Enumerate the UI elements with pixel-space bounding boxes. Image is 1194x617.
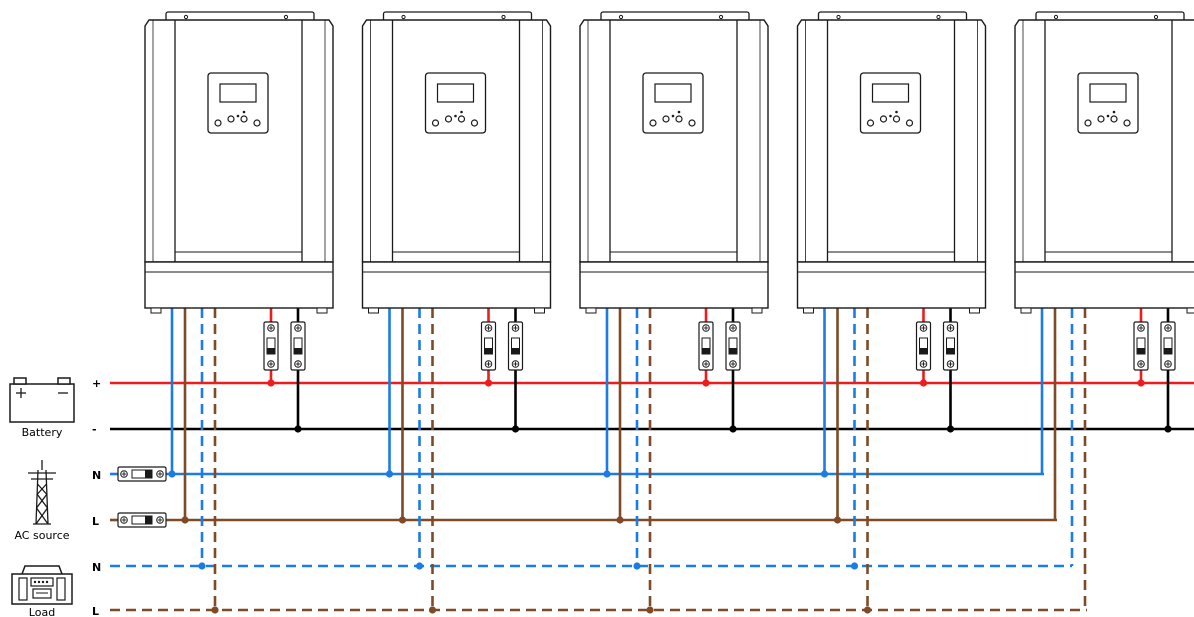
breaker-layer [117,321,1176,528]
wiring-layer [110,308,1194,612]
junction-ac-neutral-3 [603,470,611,478]
panel-button [892,115,901,123]
battery-icon [9,377,75,423]
inverter-5-positive-breaker-icon [1133,321,1149,371]
junction-positive-1 [267,379,275,387]
inverter-unit-icon [361,11,552,314]
inverter-1-negative-breaker-icon [290,321,306,371]
inverter-unit-icon [1014,11,1194,314]
inverter-2-negative-breaker-icon [507,321,524,371]
panel-button [1123,119,1131,127]
inverter-unit-icon [579,11,769,314]
bus-label-battery-positive: + [92,377,101,390]
junction-load-neutral-4 [850,562,859,570]
panel-button [1110,115,1118,123]
junction-ac-neutral-1 [168,470,176,478]
inverter-unit-icon [796,11,987,314]
panel-button [444,115,453,123]
junction-load-line-2 [428,606,437,614]
junction-load-line-4 [863,606,872,614]
inverter-layer [144,11,1194,314]
inverter-4-negative-breaker-icon [942,321,959,371]
lcd-screen [1089,83,1127,103]
junction-load-line-1 [211,606,219,614]
battery-label: Battery [22,426,63,439]
junction-negative-1 [294,425,302,433]
ac-neutral-breaker-icon [117,466,167,482]
inverter-4-positive-breaker-icon [915,321,932,371]
panel-button [688,119,696,127]
junction-positive-2 [484,379,493,387]
junction-ac-line-3 [616,516,624,524]
transmission-tower-icon [28,460,56,525]
panel-button [905,119,914,127]
bus-label-load-neutral: N [92,561,101,574]
panel-button [675,115,683,123]
radio-load-icon [11,565,73,605]
junction-load-neutral-2 [415,562,424,570]
junction-positive-3 [702,379,710,387]
lcd-screen [654,83,692,103]
terminal-box [579,261,769,309]
inverter-2-positive-breaker-icon [480,321,497,371]
junction-ac-neutral-4 [820,470,829,478]
junction-positive-4 [919,379,928,387]
terminal-box [1014,261,1194,309]
junction-positive-5 [1137,379,1145,387]
junction-ac-line-4 [833,516,842,524]
junction-ac-line-1 [181,516,189,524]
ac-line-breaker-icon [117,512,167,528]
terminal-box [361,261,552,309]
junction-load-neutral-3 [633,562,641,570]
bus-label-ac-line: L [92,515,99,528]
junction-layer [168,379,1172,614]
load-label: Load [29,606,55,617]
panel-button [1097,115,1105,123]
junction-ac-neutral-2 [385,470,394,478]
panel-button [879,115,888,123]
lcd-screen [219,83,257,103]
inverter-3-negative-breaker-icon [725,321,741,371]
lcd-screen [871,83,910,103]
bus-label-battery-negative: - [92,423,97,436]
panel-button [470,119,479,127]
bus-label-load-line: L [92,605,99,617]
junction-ac-line-2 [398,516,407,524]
inverter-3-positive-breaker-icon [698,321,714,371]
panel-button [431,119,440,127]
bus-label-ac-neutral: N [92,469,101,482]
panel-button [649,119,657,127]
panel-button [240,115,248,123]
bus-label-group: + - N L N L [92,377,101,617]
ac-source-label: AC source [14,529,69,542]
panel-button [253,119,261,127]
panel-button [662,115,670,123]
panel-button [866,119,875,127]
inverter-5-negative-breaker-icon [1160,321,1176,371]
terminal-box [144,261,334,309]
junction-negative-3 [729,425,737,433]
junction-load-neutral-1 [198,562,206,570]
junction-negative-5 [1164,425,1172,433]
panel-button [227,115,235,123]
junction-load-line-3 [646,606,654,614]
junction-negative-2 [511,425,520,433]
panel-button [1084,119,1092,127]
inverter-unit-icon [144,11,334,314]
panel-button [457,115,466,123]
panel-button [214,119,222,127]
junction-negative-4 [946,425,955,433]
lcd-screen [436,83,475,103]
terminal-box [796,261,987,309]
inverter-1-positive-breaker-icon [263,321,279,371]
